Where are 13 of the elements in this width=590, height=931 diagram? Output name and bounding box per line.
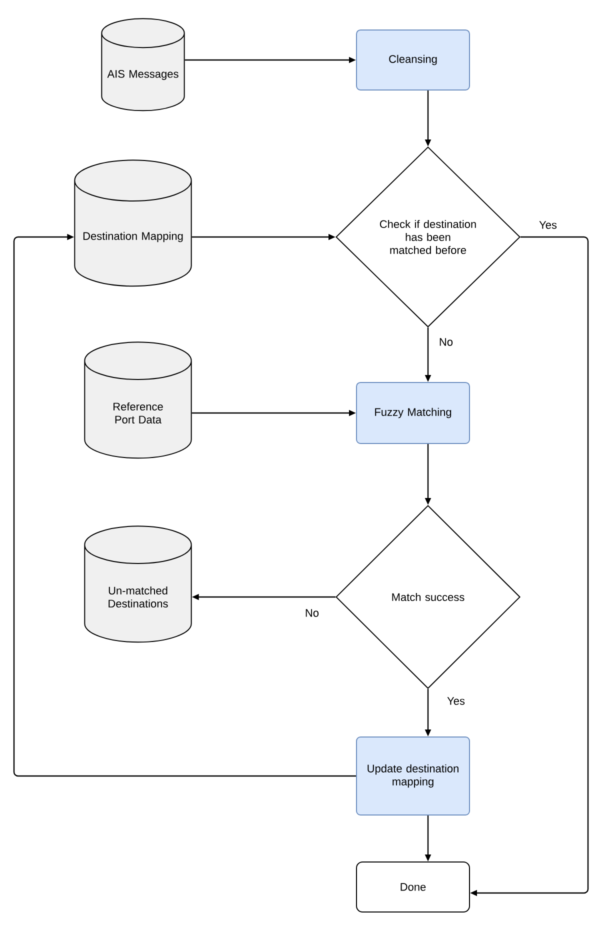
arrow xyxy=(13,234,356,777)
process-box: Fuzzy Matching xyxy=(356,382,470,444)
edge-label: No xyxy=(438,337,454,347)
database-cylinder: Reference Port Data xyxy=(84,342,192,459)
process-box: Cleansing xyxy=(356,30,470,90)
database-cylinder: Un-matched Destinations xyxy=(84,526,192,643)
edge-label: No xyxy=(304,608,320,618)
database-cylinder: AIS Messages xyxy=(101,18,185,112)
edge-label: Yes xyxy=(446,696,466,706)
process-box: Update destination mapping xyxy=(356,736,470,816)
database-cylinder: Destination Mapping xyxy=(74,160,192,287)
terminal-box: Done xyxy=(356,862,470,912)
edge-label: Yes xyxy=(538,220,558,230)
